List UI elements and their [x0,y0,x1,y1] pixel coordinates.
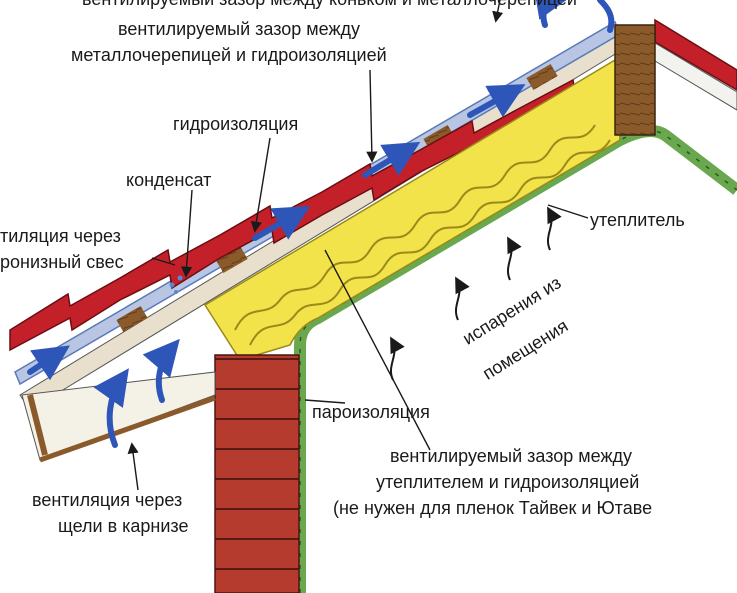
label-vapor-barrier: пароизоляция [312,402,430,422]
label-gap-metal-line1: вентилируемый зазор между [118,19,361,39]
label-gap-insul-line2: утеплителем и гидроизоляцией [376,472,640,492]
label-waterproofing: гидроизоляция [173,114,299,134]
label-insulation: утеплитель [590,210,685,230]
label-gap-metal-line2: металлочерепицей и гидроизоляцией [71,45,387,65]
label-condensate: конденсат [126,170,212,190]
label-cornice-vent-line1: вентиляция через [32,490,183,510]
label-eave-vent-line2: ронизный свес [0,252,124,272]
label-gap-insul-line1: вентилируемый зазор между [390,446,633,466]
label-eave-vent-line1: тиляция через [0,226,121,246]
eave-box [21,371,216,463]
label-gap-insul-line3: (не нужен для пленок Тайвек и Ютаве [333,498,653,518]
label-cornice-vent-line2: щели в карнизе [58,516,189,536]
ridge-post [614,24,656,136]
brick-wall [214,354,300,593]
insulation-layer [203,58,621,361]
label-top-cut: вентилируемый зазор между коньком и мета… [82,0,577,11]
leader-lines [127,0,589,491]
airflow-arrows [27,0,615,448]
